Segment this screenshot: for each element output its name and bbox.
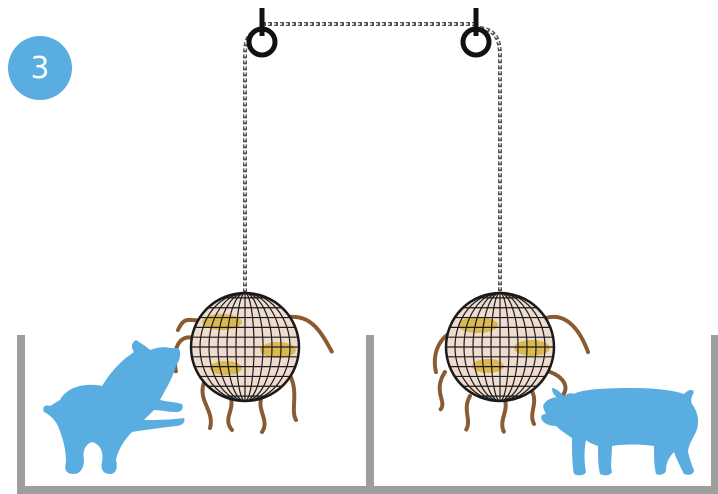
step-number-label: 3 <box>30 50 50 86</box>
pen-floor <box>17 486 718 494</box>
rope-ball-icon <box>444 291 556 403</box>
ceiling-hook-icon <box>460 8 492 58</box>
pen-wall-middle <box>366 335 374 493</box>
pig-icon <box>541 388 699 476</box>
ceiling-hook-icon <box>246 8 278 58</box>
step-number-badge: 3 <box>8 36 72 100</box>
chain-icon <box>243 22 502 293</box>
pen-wall-left <box>17 335 25 493</box>
pen-wall-right <box>711 335 718 493</box>
rope-ball-icon <box>189 291 301 403</box>
pen-walls <box>17 335 718 494</box>
pig-icon <box>43 340 185 474</box>
